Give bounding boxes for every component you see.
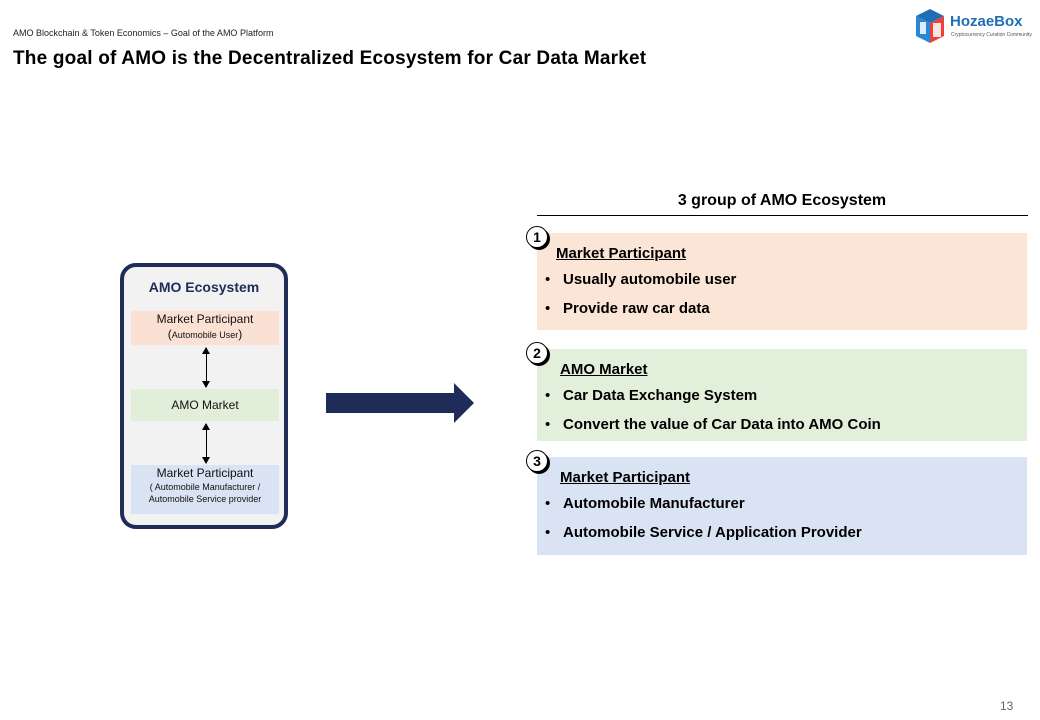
ecosystem-top-label: Market Participant [156,312,254,326]
logo-name: HozaeBox [950,13,1023,30]
list-item: Convert the value of Car Data into AMO C… [545,416,881,445]
hozaebox-logo: HozaeBox Cryptocurrency Curation Communi… [913,7,1033,47]
ecosystem-top-sub: Automobile User [171,330,239,340]
slide-title: The goal of AMO is the Decentralized Eco… [13,48,647,69]
ecosystem-market-participant-user: Market Participant (Automobile User) [131,311,279,345]
list-item: Usually automobile user [545,271,736,300]
list-item: Automobile Service / Application Provide… [545,524,862,553]
group-2-title: AMO Market [560,361,648,378]
list-item: Car Data Exchange System [545,387,881,416]
slide-subtitle: AMO Blockchain & Token Economics – Goal … [13,28,274,38]
ecosystem-market-participant-provider: Market Participant ( Automobile Manufact… [131,465,279,514]
group-3-title: Market Participant [560,469,691,486]
group-3-number-badge: 3 [526,450,548,472]
group-2-number-badge: 2 [526,342,548,364]
cube-logo-icon [916,9,944,43]
group-1-bullets: Usually automobile user Provide raw car … [545,271,736,329]
ecosystem-title: AMO Ecosystem [148,279,260,295]
group-2-bullets: Car Data Exchange System Convert the val… [545,387,881,445]
logo-tagline: Cryptocurrency Curation Community [951,32,1032,38]
list-item: Automobile Manufacturer [545,495,862,524]
group-panel-3: Market Participant Automobile Manufactur… [537,457,1027,555]
group-panel-1: Market Participant Usually automobile us… [537,233,1027,330]
arrow-middle-bottom [202,423,210,464]
group-panel-2: AMO Market Car Data Exchange System Conv… [537,349,1027,441]
right-arrow-icon [326,383,474,423]
list-item: Provide raw car data [545,300,736,329]
groups-heading: 3 group of AMO Ecosystem [677,192,887,209]
page-number: 13 [1000,699,1014,713]
ecosystem-bottom-sub: ( Automobile Manufacturer / Automobile S… [148,482,262,504]
group-1-number-badge: 1 [526,226,548,248]
arrow-top-middle [202,347,210,388]
group-1-title: Market Participant [556,245,687,262]
group-3-bullets: Automobile Manufacturer Automobile Servi… [545,495,862,553]
amo-ecosystem-box: AMO Ecosystem Market Participant (Automo… [120,263,288,529]
ecosystem-amo-market: AMO Market [131,389,279,421]
ecosystem-bottom-label: Market Participant [156,466,254,480]
groups-heading-rule [537,215,1028,216]
